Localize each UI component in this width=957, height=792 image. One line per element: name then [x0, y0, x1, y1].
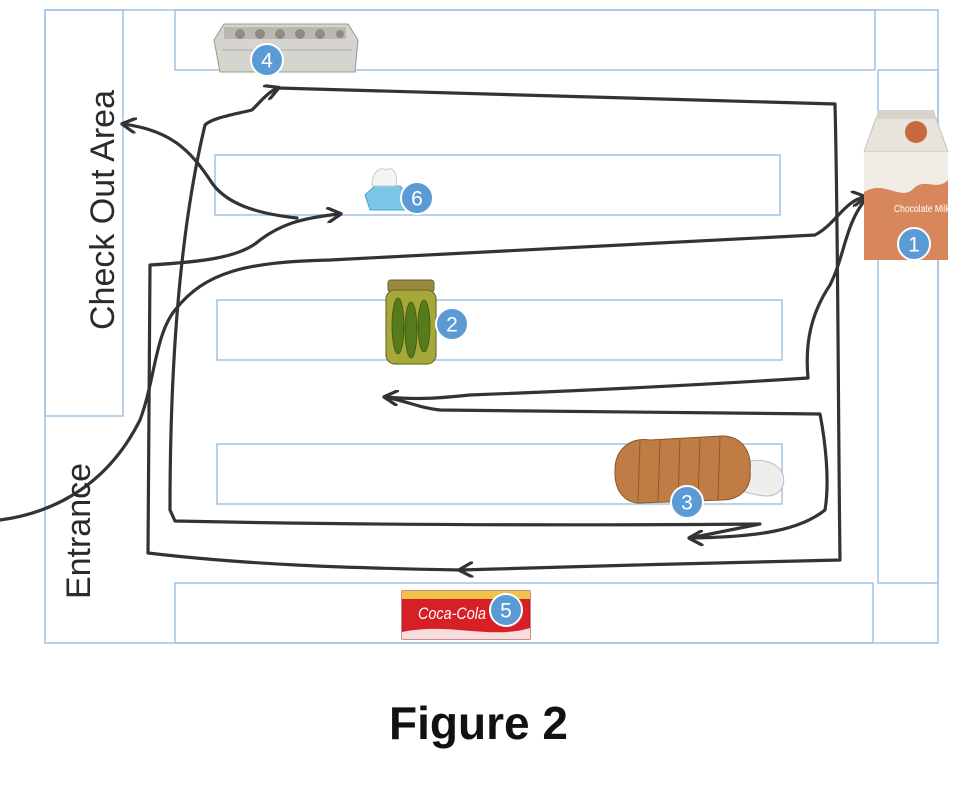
badge-item-3: 3 — [670, 485, 704, 519]
shelf-right — [877, 69, 939, 584]
store-floor-plan: Chocolate Milk Coca-Cola 1 2 — [0, 9, 951, 644]
bread-loaf-icon — [614, 435, 785, 504]
badge-number: 6 — [411, 188, 423, 211]
store-boundary — [44, 9, 939, 644]
path-pickles-to-bread — [383, 395, 829, 538]
badge-item-5: 5 — [489, 593, 523, 627]
shelf-top — [174, 9, 876, 71]
checkout-area-box — [44, 9, 124, 417]
carton-label: Chocolate Milk — [894, 204, 951, 215]
aisle-shelf-2 — [216, 299, 783, 361]
path-tissues-to-checkout — [123, 124, 299, 220]
soda-brand-label: Coca-Cola — [418, 604, 486, 623]
pickle-jar-icon — [385, 279, 437, 365]
path-milk-to-pickles — [385, 198, 867, 398]
shelf-bottom — [174, 582, 874, 644]
badge-number: 4 — [261, 50, 273, 73]
egg-carton-icon — [213, 23, 359, 73]
badge-item-1: 1 — [897, 227, 931, 261]
badge-number: 1 — [908, 234, 920, 257]
path-entrance-to-milk — [0, 197, 865, 522]
badge-number: 5 — [500, 600, 512, 623]
badge-item-4: 4 — [250, 43, 284, 77]
badge-item-2: 2 — [435, 307, 469, 341]
aisle-shelf-1 — [214, 154, 781, 216]
badge-number: 3 — [681, 492, 693, 515]
path-eggs-to-soda — [276, 86, 842, 570]
checkout-area-label: Check Out Area — [84, 90, 122, 331]
entrance-label: Entrance — [60, 462, 98, 600]
path-soda-to-tissues — [146, 214, 462, 572]
badge-number: 2 — [446, 314, 458, 337]
path-bread-to-eggs — [168, 88, 762, 540]
badge-item-6: 6 — [400, 181, 434, 215]
figure-caption: Figure 2 — [389, 697, 568, 749]
